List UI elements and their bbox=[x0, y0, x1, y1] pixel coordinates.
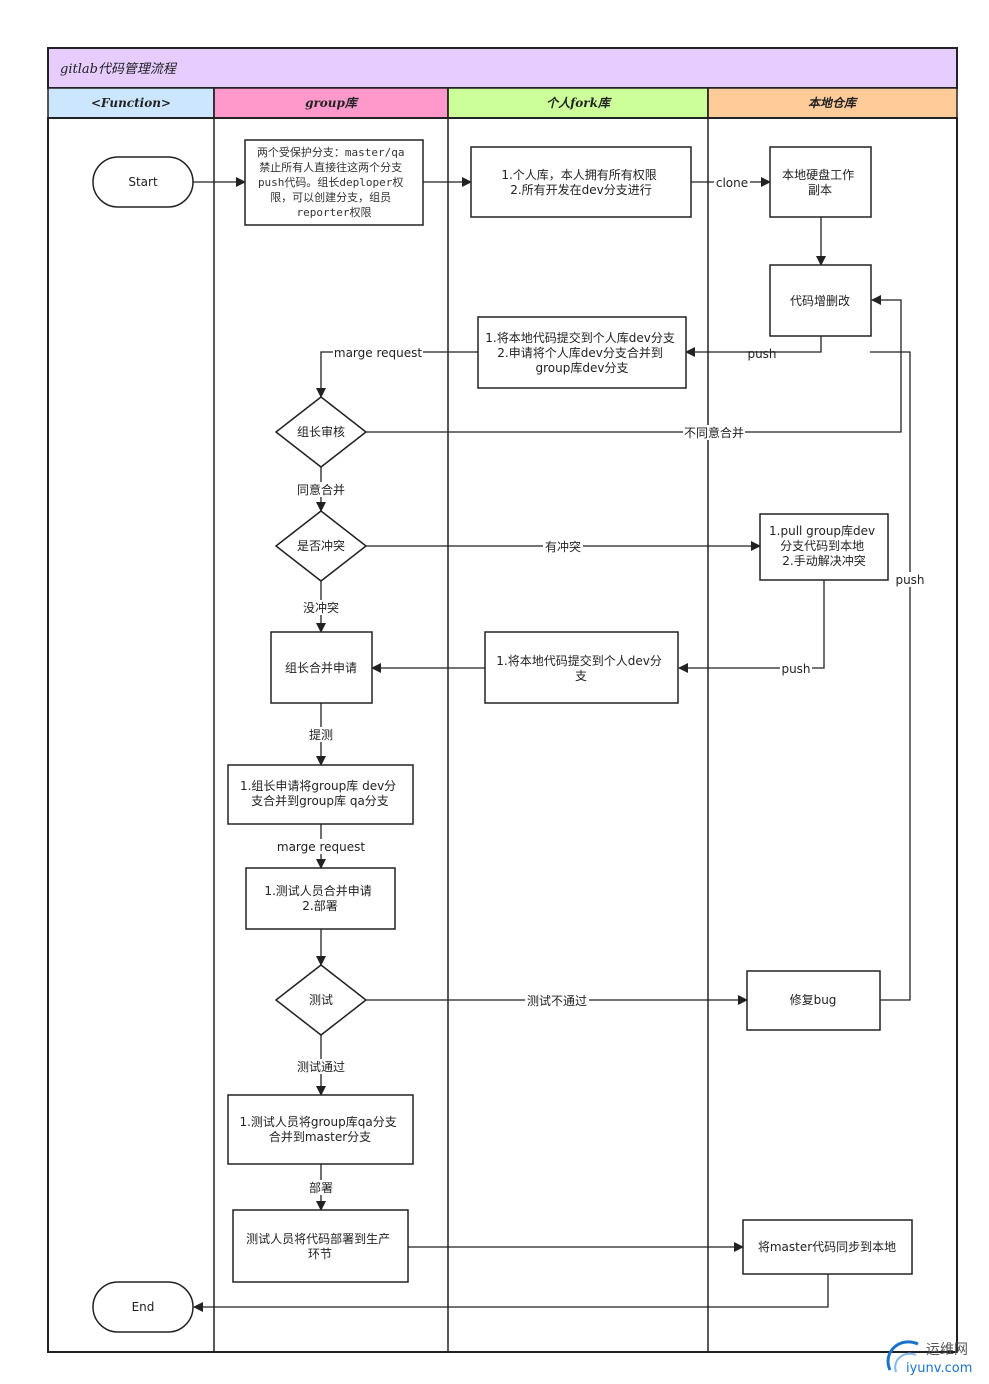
title-bar bbox=[47, 47, 958, 89]
watermark-line1: 运维网 bbox=[926, 1342, 968, 1358]
protect-text: 两个受保护分支：master/qa 禁止所有人直接往这两个分支 push代码。组… bbox=[257, 145, 411, 219]
submit-mr-box bbox=[477, 316, 687, 389]
code-edit-text: 代码增删改 bbox=[790, 294, 850, 308]
edge-fix-push bbox=[870, 351, 911, 1001]
review-decision bbox=[274, 396, 368, 468]
edge-submit-review bbox=[316, 351, 478, 398]
leader-merge-text: 组长合并申请 bbox=[285, 660, 357, 675]
label-has-conflict: 有冲突 bbox=[545, 539, 581, 554]
watermark-line2: iyunv.com bbox=[906, 1361, 972, 1376]
local-copy-box bbox=[769, 146, 872, 218]
to-qa-text: 1.组长申请将group库 dev分 支合并到group库 qa分支 bbox=[240, 778, 400, 808]
conflict-decision bbox=[274, 510, 368, 582]
start-terminal bbox=[92, 156, 194, 208]
prod-deploy-text: 测试人员将代码部署到生产 环节 bbox=[246, 1231, 394, 1261]
code-edit-box bbox=[769, 264, 872, 337]
label-no-conflict: 没冲突 bbox=[303, 600, 339, 615]
tester-deploy-box bbox=[245, 867, 396, 930]
submit-mr-text: 1.将本地代码提交到个人库dev分支 2.申请将个人库dev分支合并到 grou… bbox=[485, 330, 678, 375]
submit-dev-box bbox=[484, 631, 679, 704]
label-mention-test: 提测 bbox=[309, 727, 333, 742]
fix-bug-text: 修复bug bbox=[790, 992, 837, 1007]
edge-review-reject bbox=[366, 295, 902, 433]
lane-label-local: 本地仓库 bbox=[808, 96, 858, 110]
pool-body bbox=[47, 117, 958, 1353]
pull-fix-box bbox=[759, 513, 889, 581]
label-push-3: push bbox=[895, 573, 924, 587]
fix-bug-box bbox=[746, 970, 881, 1031]
label-push-2: push bbox=[781, 662, 810, 676]
fork-repo-box bbox=[470, 146, 692, 218]
edge-pull-submitdev bbox=[678, 580, 825, 673]
label-test-pass: 测试通过 bbox=[297, 1059, 345, 1074]
test-decision bbox=[274, 964, 368, 1036]
label-agree: 同意合并 bbox=[297, 482, 345, 497]
pull-fix-text: 1.pull group库dev 分支代码到本地 2.手动解决冲突 bbox=[769, 523, 879, 568]
edge-labels: clone push marge request 不同意合并 同意合并 有冲突 … bbox=[276, 175, 926, 1195]
local-copy-text: 本地硬盘工作 副本 bbox=[782, 167, 858, 197]
label-deploy: 部署 bbox=[309, 1180, 333, 1195]
lane-label-group: group库 bbox=[305, 96, 359, 110]
label-marge-request-2: marge request bbox=[277, 840, 365, 854]
swimlane-pool: gitlab代码管理流程 <Function> group库 个人fork库 本… bbox=[47, 47, 958, 1353]
submit-dev-text: 1.将本地代码提交到个人dev分 支 bbox=[496, 653, 665, 683]
sync-master-box bbox=[742, 1219, 913, 1275]
label-push-1: push bbox=[747, 347, 776, 361]
to-master-text: 1.测试人员将group库qa分支 合并到master分支 bbox=[239, 1114, 400, 1144]
lane-label-fork: 个人fork库 bbox=[546, 96, 612, 110]
end-text: End bbox=[132, 1300, 155, 1314]
watermark-logo-icon bbox=[886, 1340, 919, 1371]
watermark: 运维网 iyunv.com bbox=[886, 1340, 972, 1376]
tester-deploy-text: 1.测试人员合并申请 2.部署 bbox=[264, 883, 375, 913]
edge-edit-submit bbox=[685, 336, 822, 357]
label-test-fail: 测试不通过 bbox=[527, 993, 587, 1008]
node-texts: Start End 两个受保护分支：master/qa 禁止所有人直接往这两个分… bbox=[128, 145, 896, 1314]
to-master-box bbox=[227, 1094, 414, 1165]
leader-merge-box bbox=[270, 631, 373, 704]
label-reject: 不同意合并 bbox=[684, 425, 744, 440]
protect-box bbox=[244, 139, 424, 226]
start-text: Start bbox=[128, 175, 158, 189]
sync-master-text: 将master代码同步到本地 bbox=[758, 1240, 896, 1254]
prod-deploy-box bbox=[232, 1209, 409, 1283]
diagram-title: gitlab代码管理流程 bbox=[60, 62, 178, 77]
conflict-text: 是否冲突 bbox=[297, 538, 345, 553]
lane-label-function: <Function> bbox=[91, 96, 171, 110]
edge-sync-end bbox=[193, 1274, 829, 1312]
test-text: 测试 bbox=[309, 992, 333, 1007]
review-text: 组长审核 bbox=[297, 424, 345, 439]
label-marge-request-1: marge request bbox=[334, 346, 422, 360]
label-clone: clone bbox=[716, 176, 748, 190]
nodes bbox=[92, 139, 913, 1333]
fork-repo-text: 1.个人库，本人拥有所有权限 2.所有开发在dev分支进行 bbox=[501, 167, 660, 197]
end-terminal bbox=[92, 1281, 194, 1333]
to-qa-box bbox=[227, 764, 414, 825]
